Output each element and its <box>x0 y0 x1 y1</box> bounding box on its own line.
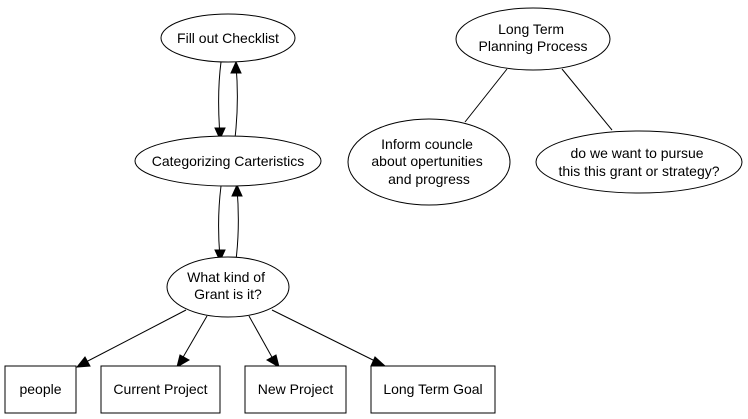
edge-categorizing-to-grant-kind-arrowhead <box>214 249 226 263</box>
node-current-project: Current Project <box>100 365 221 414</box>
node-inform-council-label: Inform councle about opertunities and pr… <box>371 136 486 187</box>
edge-planning-to-pursue-question <box>561 68 613 131</box>
edge-checklist-to-categorizing <box>218 61 222 137</box>
node-fill-checklist-label: Fill out Checklist <box>177 30 279 46</box>
node-people-line: people <box>19 381 61 397</box>
node-people: people <box>4 365 77 414</box>
node-categorizing: Categorizing Carteristics <box>134 135 322 187</box>
node-pursue-question-shape <box>535 130 743 194</box>
edge-categorizing-to-grant-kind <box>218 185 222 259</box>
node-pursue-question: do we want to pursue this this grant or … <box>535 130 743 194</box>
node-long-term-planning-line-2: Planning Process <box>479 38 588 54</box>
edge-grant-kind-to-current-project-arrowhead <box>176 354 191 369</box>
node-pursue-question-label: do we want to pursue this this grant or … <box>558 145 719 179</box>
node-grant-kind-line-2: Grant is it? <box>194 286 262 302</box>
node-grant-kind: What kind of Grant is it? <box>166 256 290 318</box>
node-current-project-line: Current Project <box>113 381 207 397</box>
node-grant-kind-label: What kind of Grant is it? <box>187 269 269 302</box>
node-inform-council-line-2: about opertunities <box>371 153 482 169</box>
edge-grant-kind-to-categorizing <box>235 187 239 261</box>
node-new-project-line: New Project <box>258 381 334 397</box>
node-grant-kind-shape <box>166 256 290 318</box>
node-current-project-shape <box>100 365 221 414</box>
node-categorizing-shape <box>134 135 322 187</box>
edge-grant-kind-to-new-project <box>248 315 274 360</box>
edge-grant-kind-to-categorizing-arrowhead <box>231 183 243 197</box>
edges <box>75 60 613 369</box>
node-pursue-question-line-1: do we want to pursue <box>571 145 704 161</box>
node-long-term-planning-shape <box>455 7 611 71</box>
node-current-project-label: Current Project <box>113 381 207 397</box>
edge-categorizing-to-checklist-arrowhead <box>230 60 242 74</box>
edge-grant-kind-to-long-term-goal <box>271 309 378 363</box>
node-long-term-planning: Long Term Planning Process <box>455 7 611 71</box>
node-new-project-label: New Project <box>258 381 334 397</box>
node-pursue-question-line-2: this this grant or strategy? <box>558 163 719 179</box>
node-fill-checklist-line: Fill out Checklist <box>177 30 279 46</box>
node-people-shape <box>4 365 77 414</box>
node-new-project: New Project <box>244 365 347 414</box>
node-new-project-shape <box>244 365 347 414</box>
node-long-term-goal-label: Long Term Goal <box>383 381 482 397</box>
edge-grant-kind-to-people <box>83 309 187 364</box>
node-inform-council-line-3: and progress <box>388 171 470 187</box>
node-long-term-planning-line-1: Long Term <box>498 21 564 37</box>
node-inform-council-shape <box>347 118 511 206</box>
edge-grant-kind-to-long-term-goal-arrowhead <box>370 356 387 367</box>
edge-planning-to-inform-council <box>464 68 508 123</box>
node-categorizing-line: Categorizing Carteristics <box>152 153 305 169</box>
node-categorizing-label: Categorizing Carteristics <box>152 153 305 169</box>
node-long-term-goal-line: Long Term Goal <box>383 381 482 397</box>
node-long-term-goal: Long Term Goal <box>370 365 496 414</box>
node-inform-council-line-1: Inform councle <box>381 136 473 152</box>
node-people-label: people <box>19 381 61 397</box>
edge-checklist-to-categorizing-arrowhead <box>214 127 226 141</box>
node-long-term-planning-label: Long Term Planning Process <box>479 21 588 54</box>
node-long-term-goal-shape <box>370 365 496 414</box>
node-fill-checklist: Fill out Checklist <box>160 13 296 63</box>
node-inform-council: Inform councle about opertunities and pr… <box>347 118 511 206</box>
node-fill-checklist-shape <box>160 13 296 63</box>
edge-grant-kind-to-people-arrowhead <box>75 356 91 368</box>
edge-grant-kind-to-new-project-arrowhead <box>265 354 280 369</box>
node-grant-kind-line-1: What kind of <box>187 269 265 285</box>
edge-grant-kind-to-current-project <box>181 315 208 360</box>
edge-categorizing-to-checklist <box>234 64 238 139</box>
